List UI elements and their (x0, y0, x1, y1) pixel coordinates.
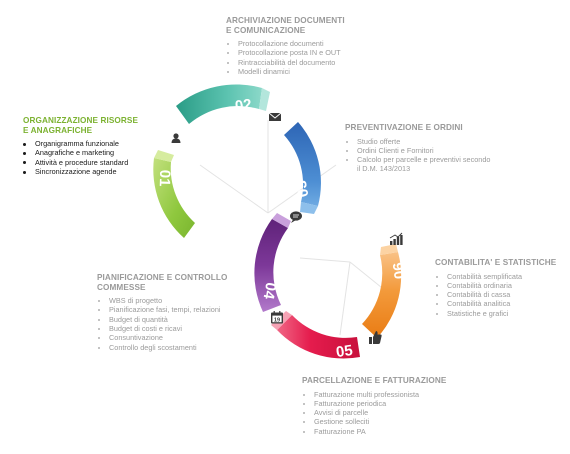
segment-04-number: 04 (259, 281, 279, 301)
segment-02-band (176, 84, 262, 124)
segment-06-band (362, 252, 402, 338)
section-02-title-line: E COMUNICAZIONE (226, 25, 306, 35)
section-04-item: WBS di progetto (97, 296, 247, 305)
segment-01-number: 01 (156, 170, 174, 187)
section-05-item: Fatturazione multi professionista (302, 390, 472, 399)
section-04-title-line: PIANIFICAZIONE E CONTROLLO (97, 273, 228, 282)
section-04-text: PIANIFICAZIONE E CONTROLLO COMMESSE WBS … (97, 273, 247, 352)
section-03-item: Ordini Clienti e Fornitori (345, 146, 495, 155)
section-02-text: ARCHIVIAZIONE DOCUMENTI E COMUNICAZIONE … (226, 16, 396, 76)
section-03-item: Calcolo per parcelle e preventivi second… (345, 155, 495, 174)
envelope-icon (268, 112, 282, 121)
guide-lines (199, 120, 393, 336)
section-03-item: Studio offerte (345, 137, 495, 146)
segment-01-band (153, 158, 195, 238)
section-01-title: ORGANIZZAZIONE RISORSE E ANAGRAFICHE (23, 116, 173, 135)
segment-02-number: 02 (234, 96, 253, 115)
speech-bubble-icon (290, 211, 302, 223)
segment-04-band (254, 219, 288, 312)
segment-03-band (284, 122, 321, 206)
segment-04-top-face (272, 213, 291, 228)
section-05-list: Fatturazione multi professionista Fattur… (302, 390, 472, 436)
section-04-item: Consuntivazione (97, 333, 247, 342)
segment-05-number: 05 (335, 342, 354, 361)
section-02-item: Protocollazione documenti (226, 39, 396, 48)
section-02-item: Rintracciabilità del documento (226, 58, 396, 67)
section-05-text: PARCELLAZIONE E FATTURAZIONE Fatturazion… (302, 376, 472, 436)
section-04-list: WBS di progetto Pianificazione fasi, tem… (97, 296, 247, 352)
bar-chart-icon (389, 232, 403, 245)
segment-04[interactable]: 04 (254, 213, 291, 312)
calendar-icon-text: 19 (274, 317, 280, 323)
section-04-title-line: COMMESSE (97, 282, 146, 292)
section-01-title-line: E ANAGRAFICHE (23, 125, 93, 135)
section-06-item: Contabilità di cassa (435, 290, 565, 299)
section-03-title-line: PREVENTIVAZIONE E ORDINI (345, 123, 463, 132)
section-02-item: Protocollazione posta IN e OUT (226, 48, 396, 57)
section-06-item: Contabilità ordinaria (435, 281, 565, 290)
section-06-list: Contabilità semplificata Contabilità ord… (435, 272, 565, 318)
section-05-title: PARCELLAZIONE E FATTURAZIONE (302, 376, 472, 386)
section-01-item: Attività e procedure standard (23, 158, 173, 167)
section-02-list: Protocollazione documenti Protocollazion… (226, 39, 396, 76)
segment-06-top-face (380, 244, 398, 255)
calendar-icon: 19 (271, 311, 283, 324)
section-03-title: PREVENTIVAZIONE E ORDINI (345, 123, 495, 133)
segment-02[interactable]: 02 (176, 84, 270, 124)
section-04-title: PIANIFICAZIONE E CONTROLLO COMMESSE (97, 273, 247, 292)
section-05-item: Fatturazione periodica (302, 399, 472, 408)
section-06-title-line: CONTABILITA' E STATISTICHE (435, 258, 557, 267)
section-02-title: ARCHIVIAZIONE DOCUMENTI E COMUNICAZIONE (226, 16, 396, 35)
segment-02-top-face (259, 88, 270, 111)
section-04-item: Budget di quantità (97, 315, 247, 324)
section-04-item: Pianificazione fasi, tempi, relazioni (97, 305, 247, 314)
segment-03-number: 03 (293, 179, 313, 198)
section-05-item: Gestione solleciti (302, 417, 472, 426)
segment-03-top-face (300, 202, 318, 214)
section-01-list: Organigramma funzionale Anagrafiche e ma… (23, 139, 173, 176)
section-05-item: Fatturazione PA (302, 427, 472, 436)
section-05-title-line: PARCELLAZIONE E FATTURAZIONE (302, 376, 447, 385)
segment-05[interactable]: 05 (271, 311, 360, 361)
segment-01[interactable]: 01 (153, 150, 195, 238)
segment-06[interactable]: 06 (362, 244, 409, 338)
section-01-title-line: ORGANIZZAZIONE RISORSE (23, 116, 139, 125)
section-05-item: Avvisi di parcelle (302, 408, 472, 417)
section-04-item: Controllo degli scostamenti (97, 343, 247, 352)
section-02-title-line: ARCHIVIAZIONE DOCUMENTI (226, 16, 345, 25)
section-06-text: CONTABILITA' E STATISTICHE Contabilità s… (435, 258, 565, 318)
section-02-item: Modelli dinamici (226, 67, 396, 76)
segment-06-number: 06 (390, 261, 409, 280)
segment-05-band (277, 315, 360, 359)
section-06-item: Statistiche e grafici (435, 309, 565, 318)
section-03-list: Studio offerte Ordini Clienti e Fornitor… (345, 137, 495, 174)
section-04-item: Budget di costi e ricavi (97, 324, 247, 333)
thumbs-up-icon (369, 331, 382, 344)
section-06-title: CONTABILITA' E STATISTICHE (435, 258, 565, 268)
section-01-item: Organigramma funzionale (23, 139, 173, 148)
segment-01-top-face (154, 150, 174, 162)
section-01-item: Anagrafiche e marketing (23, 148, 173, 157)
section-06-item: Contabilità semplificata (435, 272, 565, 281)
user-icon (171, 133, 181, 143)
segment-03[interactable]: 03 (284, 122, 321, 214)
section-06-item: Contabilità analitica (435, 299, 565, 308)
section-01-text: ORGANIZZAZIONE RISORSE E ANAGRAFICHE Org… (23, 116, 173, 176)
section-03-text: PREVENTIVAZIONE E ORDINI Studio offerte … (345, 123, 495, 174)
section-01-item: Sincronizzazione agende (23, 167, 173, 176)
